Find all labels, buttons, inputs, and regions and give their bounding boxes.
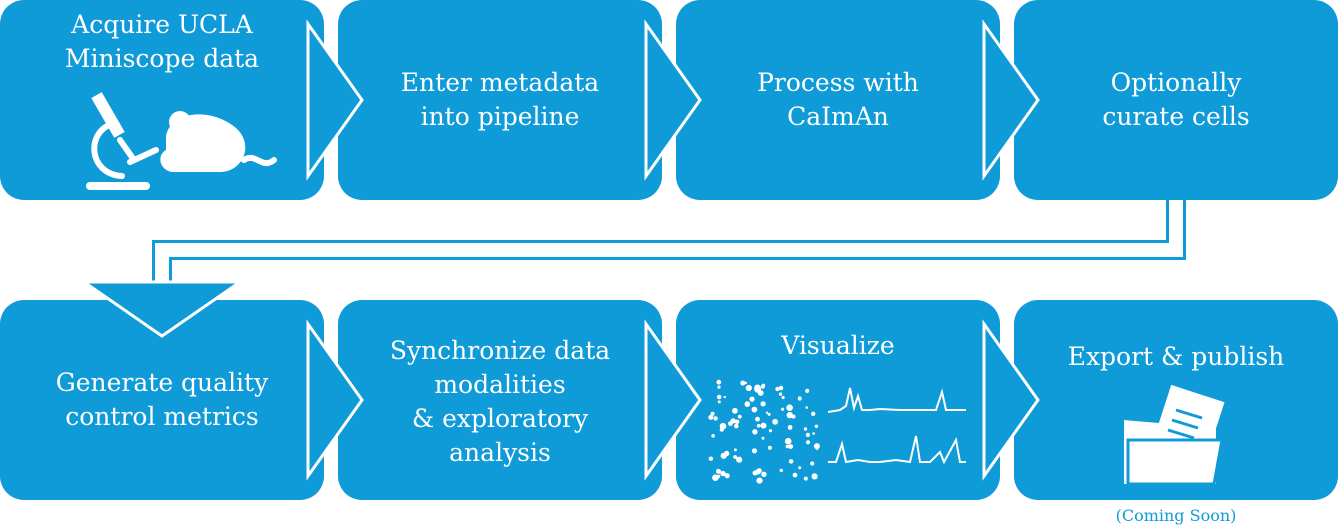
cell-dot — [724, 473, 730, 479]
cell-dot — [717, 400, 721, 404]
cell-dot — [775, 386, 780, 392]
step-box-3 — [676, 0, 1000, 200]
cell-map-traces-icon — [708, 379, 966, 484]
step-label-4: Optionally curate cells — [1102, 68, 1250, 131]
row-connector-inner — [155, 200, 1183, 300]
cell-dot — [734, 423, 739, 429]
cell-dot — [740, 380, 746, 386]
cell-dot — [805, 406, 809, 409]
cell-dot — [760, 422, 767, 429]
cell-dot — [708, 456, 714, 461]
cell-dot — [711, 434, 715, 438]
cell-dot — [792, 472, 798, 478]
step-box-5 — [0, 300, 324, 500]
step-label-7: Visualize — [781, 331, 895, 360]
cell-dot — [716, 468, 721, 474]
cell-dot — [752, 470, 758, 476]
cell-dot — [811, 473, 818, 480]
cell-dot — [767, 412, 771, 416]
step-label-6: Synchronize data modalities & explorator… — [389, 336, 611, 467]
cell-dot — [768, 429, 773, 433]
cell-dot — [803, 476, 808, 481]
cell-dot — [756, 477, 763, 484]
step-label-1: Acquire UCLA Miniscope data — [64, 10, 260, 73]
cell-dot — [788, 459, 794, 464]
cell-dot — [805, 388, 810, 393]
cell-dot — [760, 384, 765, 389]
cell-dot — [787, 425, 793, 430]
cell-dot — [737, 414, 742, 419]
cell-dot — [767, 445, 773, 450]
cell-dot — [797, 396, 802, 401]
cell-dot — [760, 401, 766, 407]
cell-dot — [745, 384, 752, 392]
cell-dot — [778, 385, 784, 391]
cell-dot — [814, 424, 819, 428]
cell-dot — [744, 381, 747, 385]
cell-dot — [752, 429, 758, 435]
cell-dot — [813, 443, 820, 450]
cell-dot — [751, 406, 758, 413]
step-box-6 — [338, 300, 662, 500]
cell-dot — [733, 455, 737, 459]
cell-dot — [716, 394, 722, 400]
cell-dot — [778, 392, 783, 396]
cell-dot — [716, 474, 721, 478]
cell-dot — [785, 444, 790, 449]
cell-dot — [810, 461, 815, 466]
cell-dot — [732, 419, 736, 422]
cell-dot — [755, 416, 760, 422]
chevron-arrow — [306, 319, 1040, 481]
cell-dot — [720, 452, 727, 459]
cell-dot — [736, 456, 743, 463]
cell-dot — [798, 466, 802, 470]
cell-dot — [719, 427, 724, 432]
cell-dot — [805, 440, 811, 445]
cell-dot — [756, 423, 761, 428]
cell-dot — [710, 411, 715, 416]
cell-dot — [751, 448, 758, 454]
cell-dot — [761, 471, 767, 477]
cell-dot — [716, 379, 722, 385]
cell-dot — [708, 414, 714, 420]
cell-dot — [815, 447, 819, 450]
down-arrowhead — [79, 280, 245, 338]
cell-dot — [784, 437, 792, 445]
cell-dot — [744, 401, 751, 407]
cell-dot — [781, 395, 785, 400]
cell-dot — [765, 411, 769, 414]
cell-dot — [772, 418, 778, 425]
cell-dot — [717, 385, 721, 389]
cell-dot — [713, 416, 718, 421]
cell-dot — [779, 468, 783, 473]
step-label-8: Export & publish — [1067, 342, 1285, 371]
cell-dot — [723, 395, 726, 399]
cell-dot — [803, 427, 808, 431]
step-label-3: Process with CaImAn — [757, 68, 919, 131]
step-box-4 — [1014, 0, 1338, 200]
cell-dot — [754, 384, 761, 392]
cell-dot — [720, 470, 726, 477]
cell-dot — [734, 419, 740, 425]
folder-document-icon — [1124, 384, 1225, 486]
cell-dot — [757, 390, 764, 396]
chevron-arrow — [306, 19, 1040, 181]
cell-dot — [805, 432, 811, 437]
cell-dot — [812, 432, 815, 435]
cell-dot — [786, 404, 793, 412]
microscope-mouse-icon — [86, 92, 277, 190]
step-box-2 — [338, 0, 662, 200]
cell-dot — [786, 411, 793, 419]
step-label-2: Enter metadata into pipeline — [400, 68, 600, 131]
cell-dot — [811, 411, 816, 416]
cell-dot — [732, 407, 738, 414]
cell-dot — [781, 407, 785, 411]
step-label-5: Generate quality control metrics — [55, 368, 269, 431]
coming-soon-note: (Coming Soon) — [1115, 506, 1237, 525]
cell-dot — [733, 448, 737, 452]
cell-dot — [749, 396, 755, 402]
cell-dot — [761, 436, 765, 440]
cell-dot — [788, 444, 794, 449]
